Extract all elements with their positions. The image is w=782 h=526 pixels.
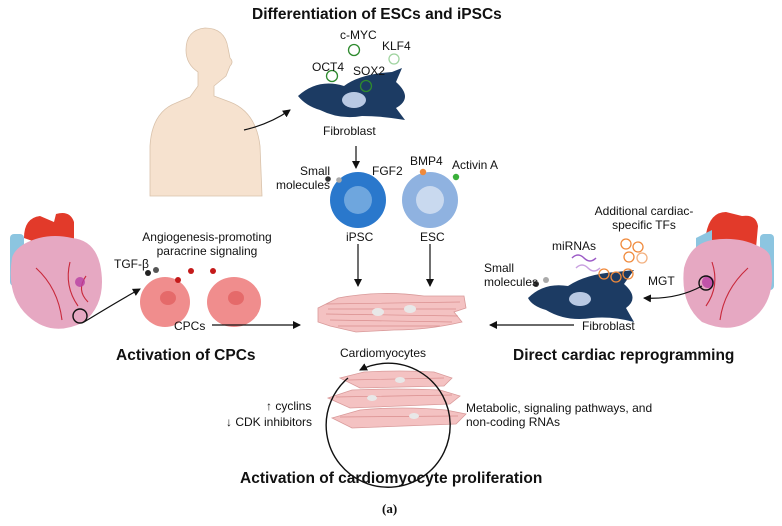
heart-right [683, 212, 774, 328]
label-cyclins: ↑ cyclins [266, 399, 312, 413]
label-fibroblast-right: Fibroblast [582, 319, 635, 333]
reprogramming-factors [533, 238, 648, 287]
label-cdk-inhibitors: ↓ CDK inhibitors [226, 415, 313, 429]
label-cardiomyocytes: Cardiomyocytes [340, 346, 427, 360]
label-small-molecules-top: Small molecules [275, 164, 330, 192]
label-c-myc: c-MYC [340, 28, 377, 42]
label-oct4: OCT4 [312, 60, 345, 74]
heart-left [10, 213, 102, 329]
cardiomyocyte-cluster [325, 362, 467, 488]
factor-rings [325, 43, 400, 93]
title-activation-cpcs: Activation of CPCs [116, 347, 256, 364]
label-mgt: MGT [648, 274, 675, 288]
fibroblast-top [298, 68, 405, 120]
cardiomyocyte-center [317, 293, 467, 333]
small-molecule-dots-top [325, 168, 460, 183]
ipsc-cell [330, 172, 386, 228]
cpc-cell-2 [207, 277, 261, 327]
label-klf4: KLF4 [382, 39, 411, 53]
label-mirnas: miRNAs [552, 239, 596, 253]
title-direct-reprogramming: Direct cardiac reprogramming [513, 347, 735, 364]
label-small-molecules-right: Small molecules [484, 261, 539, 289]
label-tgf-beta: TGF-β [114, 257, 149, 271]
label-sox2: SOX2 [353, 64, 386, 78]
label-esc: ESC [420, 230, 445, 244]
cpc-cell-1 [140, 277, 190, 327]
esc-cell [402, 172, 458, 228]
label-bmp4: BMP4 [410, 154, 443, 168]
label-activin-a: Activin A [452, 158, 499, 172]
label-fibroblast-top: Fibroblast [323, 124, 376, 138]
label-cpcs: CPCs [174, 319, 206, 333]
arrows [83, 109, 703, 329]
tgf-dots [145, 267, 216, 283]
label-angiogenesis-signaling: Angiogenesis-promoting paracrine signali… [142, 230, 272, 258]
fibroblast-right [528, 270, 634, 322]
label-fgf2: FGF2 [372, 164, 403, 178]
title-proliferation: Activation of cardiomyocyte proliferatio… [240, 470, 543, 487]
figure-caption: (a) [382, 501, 398, 516]
label-cardiac-tfs: Additional cardiac-specific TFs [594, 204, 694, 232]
title-differentiation: Differentiation of ESCs and iPSCs [252, 6, 502, 23]
label-pathways: Metabolic, signaling pathways, and non-c… [466, 401, 653, 429]
label-ipsc: iPSC [346, 230, 374, 244]
human-figure [149, 27, 263, 197]
